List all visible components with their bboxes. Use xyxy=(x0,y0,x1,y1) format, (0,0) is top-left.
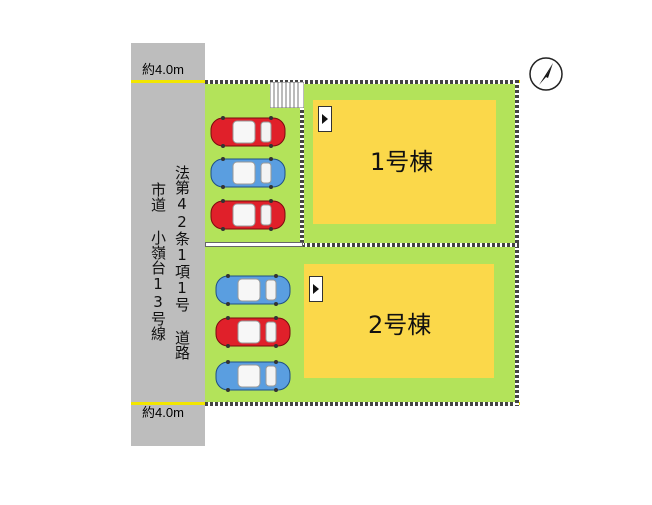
road-width-label-bottom: 約4.0m xyxy=(142,405,184,420)
fence-bottom xyxy=(205,402,519,406)
building-2-label: 2号棟 xyxy=(368,311,432,339)
fence-lot-divider xyxy=(302,243,519,247)
entrance-2 xyxy=(309,276,323,302)
car-icon xyxy=(210,157,286,189)
road xyxy=(131,43,205,446)
road-label-primary: 法第42条1項1号 道路 xyxy=(173,165,191,360)
entrance-arrow-icon xyxy=(313,284,319,294)
building-1-label: 1号棟 xyxy=(370,148,434,176)
fence-top xyxy=(205,80,519,84)
road-label-secondary: 市道 小嶺台13号線 xyxy=(149,182,167,341)
stairs-icon xyxy=(270,82,304,108)
fence-lot1-parking xyxy=(300,90,304,245)
car-icon xyxy=(215,316,291,348)
car-icon xyxy=(210,199,286,231)
road-width-label-top: 約4.0m xyxy=(142,62,184,77)
car-icon xyxy=(210,116,286,148)
building-2 xyxy=(304,264,494,378)
north-arrow-icon xyxy=(529,57,563,91)
car-icon xyxy=(215,360,291,392)
building-1 xyxy=(313,100,496,224)
parking-divider xyxy=(205,242,303,247)
entrance-1 xyxy=(318,106,332,132)
entrance-arrow-icon xyxy=(322,114,328,124)
car-icon xyxy=(215,274,291,306)
